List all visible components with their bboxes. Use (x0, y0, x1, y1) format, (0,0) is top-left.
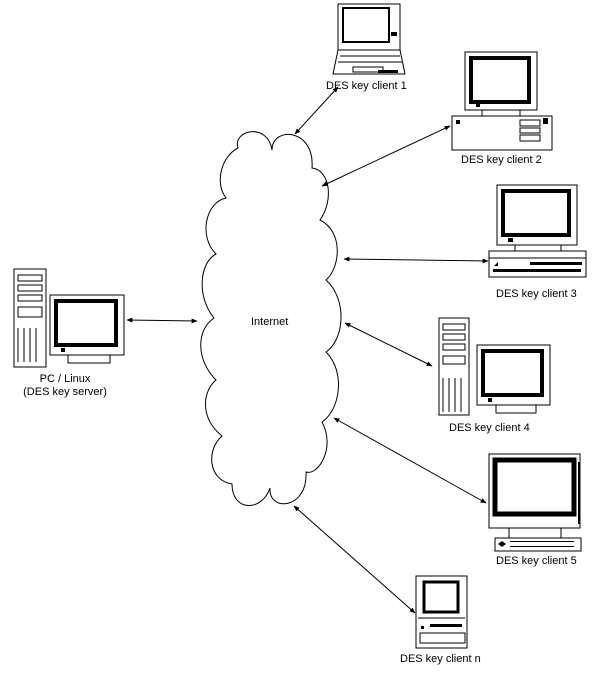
client-5-label: DES key client 5 (496, 555, 577, 567)
client-n-label: DES key client n (400, 653, 481, 665)
workstation-icon (488, 453, 582, 552)
client-4-label: DES key client 4 (449, 422, 530, 434)
server-computer-icon (13, 268, 125, 368)
link-client-2 (321, 125, 451, 187)
link-client-1 (294, 86, 339, 135)
link-client-4 (344, 322, 433, 367)
client-3-label: DES key client 3 (496, 288, 577, 300)
internet-label: Internet (251, 316, 289, 328)
laptop-icon (332, 3, 406, 75)
link-client-n (293, 505, 416, 614)
desktop-computer-icon (451, 51, 553, 151)
link-client-5 (333, 417, 487, 504)
server-label-line1: PC / Linux (39, 373, 91, 385)
tower-computer-icon (438, 317, 551, 416)
server-label-line2: (DES key server) (23, 386, 107, 398)
link-client-3 (343, 256, 489, 264)
compact-computer-icon (415, 575, 468, 649)
client-2-label: DES key client 2 (461, 154, 542, 166)
desktop-computer-icon (488, 184, 587, 278)
link-server (126, 317, 198, 324)
client-1-label: DES key client 1 (326, 80, 407, 92)
